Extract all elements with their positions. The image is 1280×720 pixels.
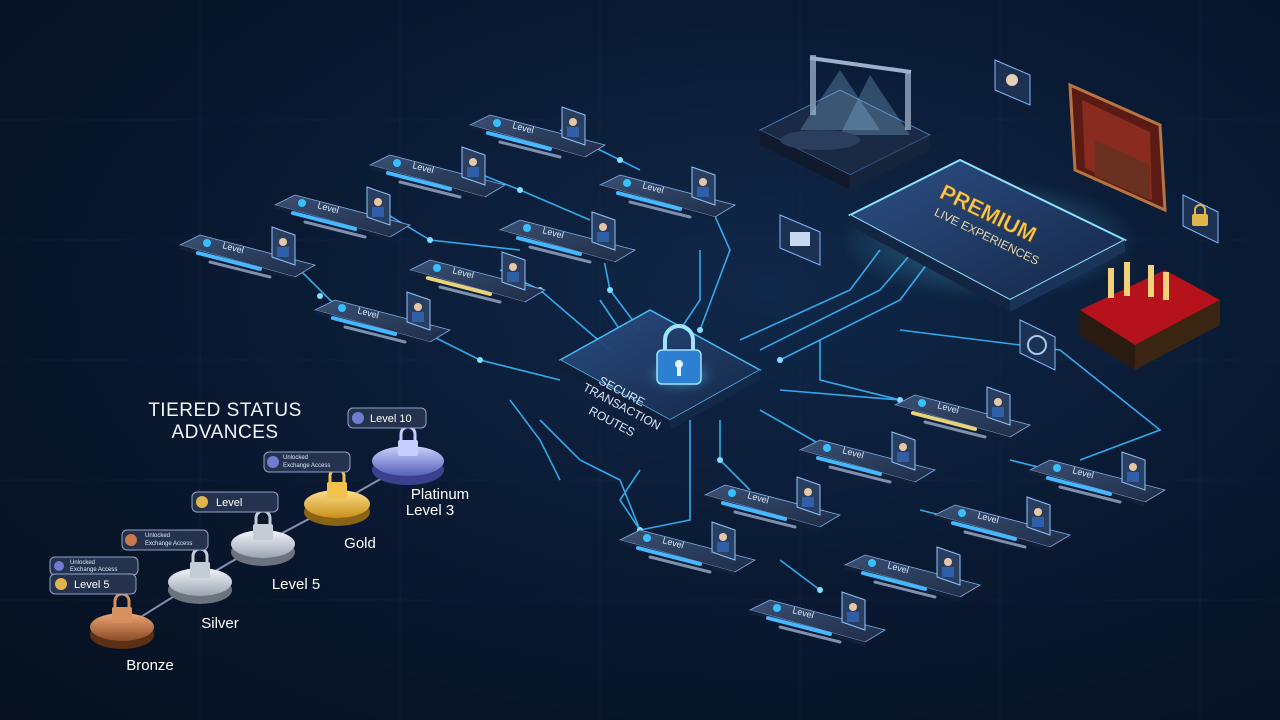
floating-icons (779, 59, 1219, 371)
card-progress-bar (196, 251, 262, 271)
check-icon (868, 559, 876, 567)
tier-pills: Level 10 Unlocked Exchange Access Level … (49, 407, 427, 595)
pill-label-level-gold: Level (216, 497, 242, 509)
pill-level-gold: Level (191, 491, 279, 513)
pill-label-level10: Level 10 (370, 413, 412, 425)
tier-label-platinum-level: Level 3 (406, 502, 454, 519)
member-cards: LevelLevelLevelLevelLevelLevelLevelLevel… (178, 106, 1167, 646)
pill-level5: Level 5 (49, 573, 137, 595)
champagne-icon (1080, 262, 1220, 370)
card-progress-bar (426, 276, 492, 296)
member-card: Level (748, 591, 887, 646)
card-progress-bar (516, 236, 582, 256)
lock-icon (327, 467, 347, 498)
pill-label-exclusive2-b: Exchange Access (145, 541, 192, 547)
lock-icon (253, 509, 273, 540)
card-progress-bar (911, 411, 977, 431)
check-icon (298, 199, 306, 207)
ticket-icon (994, 59, 1031, 106)
member-card: Level (368, 146, 507, 201)
tier-label-platinum: Platinum (411, 486, 469, 503)
lock-icon (112, 592, 132, 623)
stage-icon (758, 55, 932, 190)
member-card: Level (1028, 451, 1167, 506)
pill-label-level5: Level 5 (74, 579, 109, 591)
building-icon (779, 214, 821, 266)
member-card: Level (843, 546, 982, 601)
card-progress-bar (331, 316, 397, 336)
check-icon (958, 509, 966, 517)
pill-label-exclusive1-b: Exchange Access (283, 463, 330, 469)
premium-hub: PREMIUM LIVE EXPERIENCES (840, 158, 1140, 312)
tier-label-gold: Gold (344, 535, 376, 552)
tier-gold: Gold (304, 467, 376, 552)
check-icon (643, 534, 651, 542)
pill-label-exclusive3-a: Unlocked (70, 560, 95, 566)
check-icon (728, 489, 736, 497)
member-card: Level (273, 186, 412, 241)
lock-icon (398, 425, 418, 456)
card-progress-bar (616, 191, 682, 211)
tier-label-level5: Level 5 (272, 576, 320, 593)
theater-icon (1068, 82, 1167, 213)
check-icon (338, 304, 346, 312)
check-icon (393, 159, 401, 167)
check-icon (823, 444, 831, 452)
member-card: Level (408, 251, 547, 306)
check-icon (1053, 464, 1061, 472)
pill-level10: Level 10 (347, 407, 427, 429)
pill-label-exclusive1-a: Unlocked (283, 455, 308, 461)
member-card: Level (618, 521, 757, 576)
section-title-line1: TIERED STATUS (148, 400, 302, 421)
member-card: Level (933, 496, 1072, 551)
tier-platinum: Platinum Level 3 (372, 425, 469, 519)
check-icon (918, 399, 926, 407)
member-card: Level (178, 226, 317, 281)
section-title-line2: ADVANCES (171, 422, 278, 443)
tiered-status-heading: TIERED STATUS ADVANCES (148, 400, 302, 443)
lock-icon (1182, 194, 1219, 244)
check-icon (493, 119, 501, 127)
pill-label-exclusive3-b: Exchange Access (70, 567, 117, 573)
member-card: Level (468, 106, 607, 161)
member-card: Level (313, 291, 452, 346)
pill-exclusive-2: Unlocked Exchange Access (121, 529, 209, 551)
card-progress-bar (766, 616, 832, 636)
check-icon (433, 264, 441, 272)
tier-silver: Silver (168, 547, 239, 632)
tier-bronze: Bronze (90, 592, 174, 674)
tier-label-silver: Silver (201, 615, 239, 632)
card-progress-bar (951, 521, 1017, 541)
pill-exclusive-3: Unlocked Exchange Access (49, 556, 139, 576)
card-progress-bar (1046, 476, 1112, 496)
pill-exclusive-1: Unlocked Exchange Access (263, 451, 351, 473)
check-icon (773, 604, 781, 612)
pill-label-exclusive2-a: Unlocked (145, 533, 170, 539)
card-progress-bar (291, 211, 357, 231)
card-progress-bar (721, 501, 787, 521)
member-card: Level (703, 476, 842, 531)
check-icon (203, 239, 211, 247)
card-progress-bar (386, 171, 452, 191)
tier-label-bronze: Bronze (126, 657, 174, 674)
member-card: Level (893, 386, 1032, 441)
card-progress-bar (861, 571, 927, 591)
check-icon (623, 179, 631, 187)
check-icon (523, 224, 531, 232)
card-progress-bar (636, 546, 702, 566)
tier-level5: Level 5 (231, 509, 320, 593)
member-card: Level (498, 211, 637, 266)
card-progress-bar (816, 456, 882, 476)
secure-platform: SECURE TRANSACTION ROUTES (558, 309, 762, 439)
member-card: Level (598, 166, 737, 221)
member-card: Level (798, 431, 937, 486)
gear-icon (1019, 319, 1056, 371)
card-progress-bar (486, 131, 552, 151)
